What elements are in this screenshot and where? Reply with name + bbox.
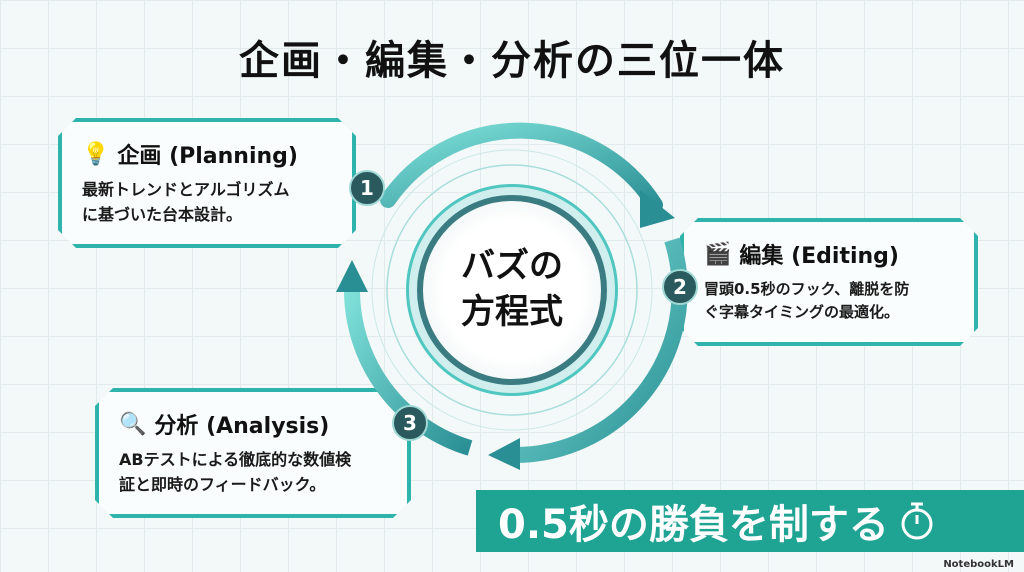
step-number-1: 1 xyxy=(349,170,385,206)
stopwatch-icon xyxy=(901,502,933,540)
card-text-line: に基づいた台本設計。 xyxy=(82,204,243,224)
card-text-line: ABテストによる徹底的な数値検 xyxy=(119,450,352,469)
arrowhead-3 xyxy=(336,260,368,292)
arrow-planning-to-editing xyxy=(380,122,663,213)
arrowhead-1 xyxy=(640,190,675,228)
center-line-2: 方程式 xyxy=(461,292,563,332)
inner-ring-2 xyxy=(371,149,653,431)
card-title: 企画 (Planning) xyxy=(117,144,298,169)
film-scissors-icon: 🎬 xyxy=(704,241,732,267)
inner-ring xyxy=(386,164,638,416)
step-number-3: 3 xyxy=(392,405,428,441)
arrowhead-2 xyxy=(488,438,520,470)
card-planning: 💡 企画 (Planning) 最新トレンドとアルゴリズムに基づいた台本設計。 xyxy=(58,118,356,248)
tagline-banner: 0.5秒の勝負を制する xyxy=(476,490,1024,552)
card-text-line: 証と即時のフィードバック。 xyxy=(119,474,326,494)
lightbulb-gear-icon: 💡 xyxy=(82,141,110,167)
card-title: 編集 (Editing) xyxy=(739,244,899,269)
brand-watermark: NotebookLM xyxy=(943,559,1014,570)
page-title: 企画・編集・分析の三位一体 xyxy=(239,38,785,84)
card-title: 分析 (Analysis) xyxy=(154,414,330,439)
banner-text: 0.5秒の勝負を制する xyxy=(498,502,889,548)
card-text-line: 冒頭0.5秒のフック、離脱を防 xyxy=(704,280,910,298)
step-number-2: 2 xyxy=(662,269,698,305)
card-text-line: 最新トレンドとアルゴリズム xyxy=(82,180,290,199)
card-text-line: ぐ字幕タイミングの最適化。 xyxy=(704,303,900,322)
center-hub: バズの方程式 xyxy=(417,195,607,385)
arrow-analysis-to-planning xyxy=(344,289,473,456)
magnifier-chart-icon: 🔍 xyxy=(119,411,147,437)
card-editing: 🎬 編集 (Editing) 冒頭0.5秒のフック、離脱を防ぐ字幕タイミングの最適… xyxy=(680,218,978,346)
card-analysis: 🔍 分析 (Analysis) ABテストによる徹底的な数値検証と即時のフィードバ… xyxy=(95,388,411,518)
center-line-1: バズの xyxy=(461,246,563,287)
